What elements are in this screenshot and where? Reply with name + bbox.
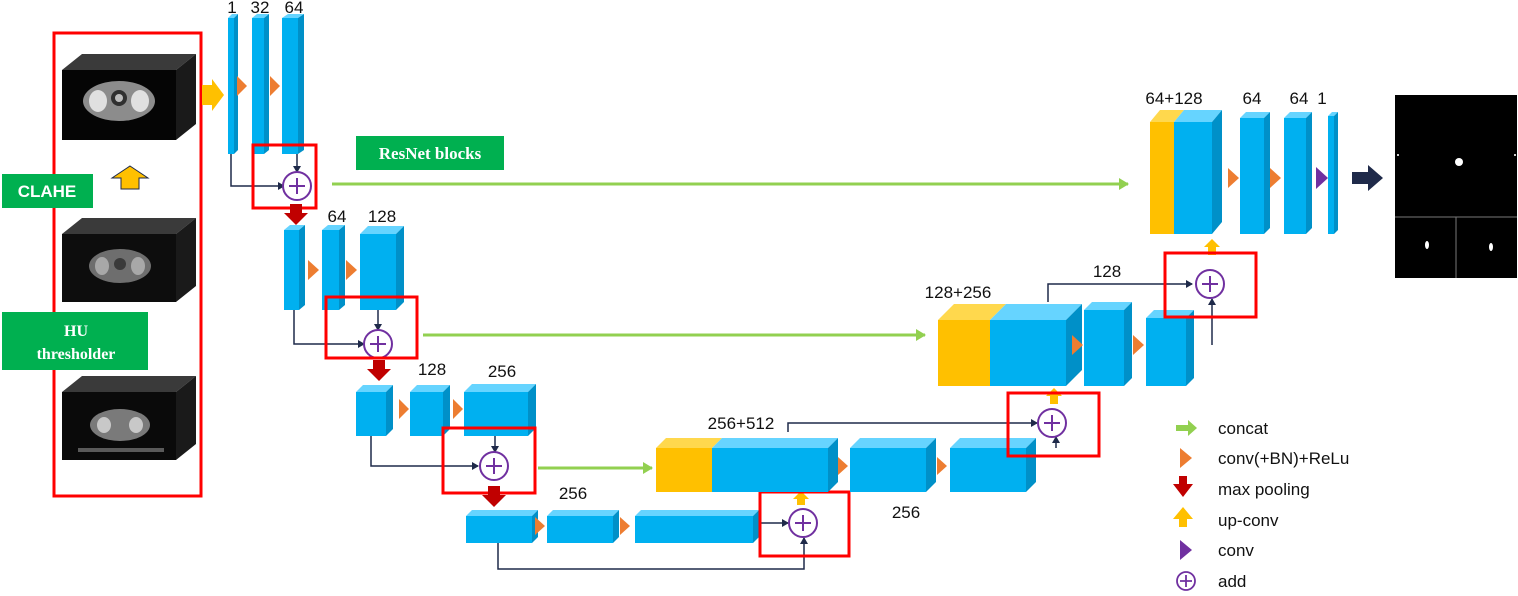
channel-label-128-decoder: 128 — [1093, 262, 1121, 281]
green-arrow-icon — [1176, 420, 1197, 436]
legend-label-max-pooling: max pooling — [1218, 480, 1310, 499]
bottleneck-level — [466, 510, 759, 543]
channel-label-1-output: 1 — [1317, 89, 1326, 108]
output-arrow-icon — [1352, 165, 1383, 191]
maxpool-arrow-icon — [482, 486, 506, 507]
channel-label-128-level3: 128 — [418, 360, 446, 379]
decoder-level-3 — [656, 438, 1036, 492]
resblock-highlight-1 — [251, 143, 318, 210]
red-arrow-down-icon — [1173, 476, 1193, 497]
ct-image-bottom — [62, 376, 196, 460]
orange-triangle-icon — [1180, 448, 1192, 468]
channel-label-64-128: 64+128 — [1145, 89, 1202, 108]
channel-label-128-level2: 128 — [368, 207, 396, 226]
legend-label-conv: conv — [1218, 541, 1254, 560]
preprocessing-frame — [52, 31, 203, 498]
upconv-arrow-icon — [1046, 388, 1062, 404]
upconv-arrow-icon — [793, 491, 809, 505]
legend-label-conv-relu: conv(+BN)+ReLu — [1218, 449, 1349, 468]
channel-label-256-bottleneck: 256 — [559, 484, 587, 503]
decoder-level-2 — [938, 302, 1194, 386]
hu-thresholder-box — [2, 312, 148, 370]
clahe-box — [2, 174, 93, 208]
legend-label-up-conv: up-conv — [1218, 511, 1279, 530]
upconv-arrow-icon — [1204, 239, 1220, 255]
decoder-level-1 — [1150, 110, 1338, 234]
resblock-highlight-2 — [324, 295, 419, 360]
channel-label-256-level3: 256 — [488, 362, 516, 381]
channel-label-64-level2: 64 — [328, 207, 347, 226]
ct-image-middle — [62, 218, 196, 302]
clahe-label: CLAHE — [18, 182, 77, 201]
channel-label-64-dec-b: 64 — [1290, 89, 1309, 108]
ct-image-top — [62, 54, 196, 140]
maxpool-arrow-icon — [284, 204, 308, 225]
resnet-blocks-box — [356, 136, 504, 170]
legend-label-concat: concat — [1218, 419, 1268, 438]
channel-label-64-dec-a: 64 — [1243, 89, 1262, 108]
resnet-blocks-label: ResNet blocks — [379, 144, 482, 163]
yellow-arrow-up-icon — [1173, 507, 1193, 527]
segmentation-output-image — [1395, 95, 1517, 278]
legend-label-add: add — [1218, 572, 1246, 591]
channel-label-256-512: 256+512 — [708, 414, 775, 433]
resblock-highlight-6 — [1163, 251, 1258, 319]
input-arrow-icon — [202, 79, 224, 111]
channel-label-256-decoder: 256 — [892, 503, 920, 522]
channel-label-1: 1 — [227, 0, 236, 17]
up-arrow-icon — [110, 165, 150, 190]
resblock-highlight-5 — [1006, 391, 1101, 458]
channel-label-64: 64 — [285, 0, 304, 17]
maxpool-arrow-icon — [367, 360, 391, 381]
legend: concat conv(+BN)+ReLu max pooling up-con… — [1173, 419, 1349, 591]
hu-label-line2: thresholder — [37, 346, 116, 363]
channel-label-32: 32 — [251, 0, 270, 17]
purple-triangle-icon — [1180, 540, 1192, 560]
encoder-level-1 — [228, 14, 304, 154]
hu-label-line1: HU — [64, 323, 88, 340]
channel-label-128-256: 128+256 — [925, 283, 992, 302]
